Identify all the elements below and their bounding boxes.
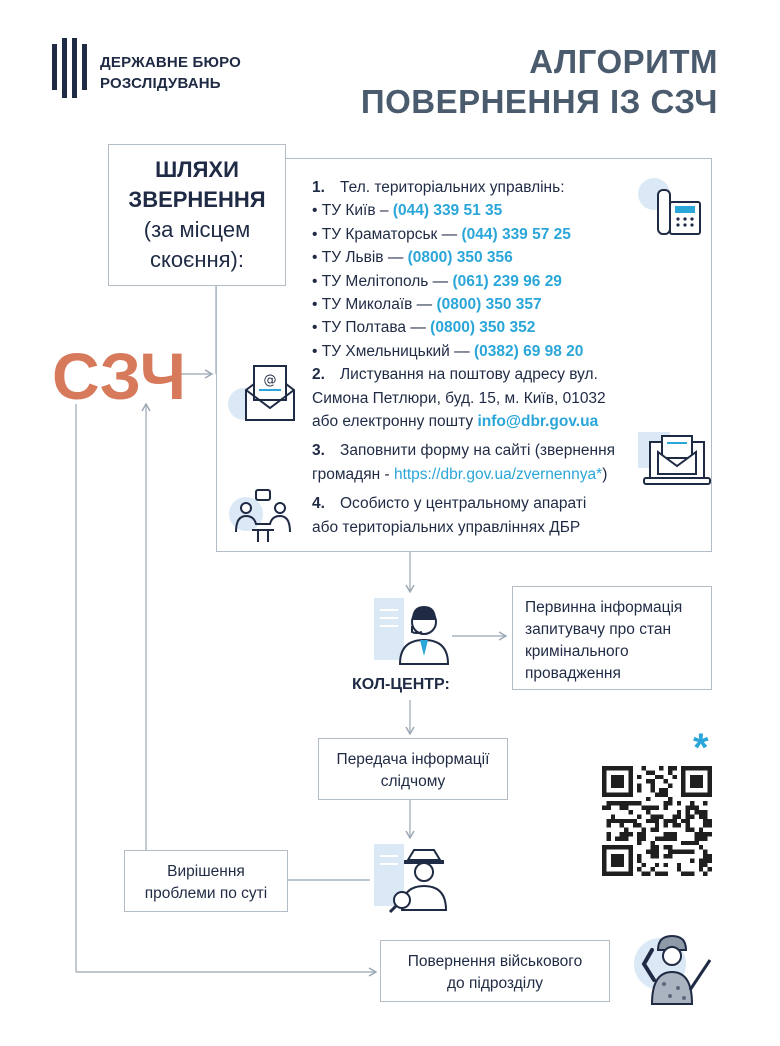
office-phone-icon [638,178,701,235]
primary-info-line4: провадження [525,665,621,682]
office-row: • ТУ Хмельницький — (0382) 69 98 20 [312,340,642,363]
office-row: • ТУ Полтава — (0800) 350 352 [312,316,642,339]
office-phone[interactable]: (0382) 69 98 20 [473,342,584,360]
office-name: • ТУ Львів — [312,249,408,267]
office-row: • ТУ Краматорськ — (044) 339 57 25 [312,223,642,246]
saluting-soldier-icon [634,934,712,1005]
office-row: • ТУ Львів — (0800) 350 356 [312,246,642,269]
primary-info-line3: кримінального [525,643,629,660]
primary-info-line1: Первинна інформація [525,599,683,616]
solve-problem-box: Вирішення проблеми по суті [124,850,288,912]
footnote-asterisk: * [693,726,709,770]
org-name: ДЕРЖАВНЕ БЮРО РОЗСЛІДУВАНЬ [100,52,300,94]
office-phone[interactable]: (044) 339 51 35 [392,202,503,220]
org-name-line2: РОЗСЛІДУВАНЬ [100,75,221,92]
office-name: • ТУ Миколаїв — [312,296,437,314]
office-phone[interactable]: (0800) 350 357 [436,296,542,314]
page-title-line2: ПОВЕРНЕННЯ ІЗ СЗЧ [360,83,718,120]
method-4-number: 4. [312,495,325,513]
method-2-email-prefix: або електронну пошту [312,413,478,431]
in-person-meeting-icon [229,489,291,542]
website-link[interactable]: https://dbr.gov.ua/zvernennya* [393,465,603,483]
email-link[interactable]: info@dbr.gov.ua [477,413,599,431]
transfer-line1: Передача інформації [336,751,490,768]
office-name: • ТУ Хмельницький — [312,342,474,360]
qr-code[interactable] [602,766,712,876]
return-line2: до підрозділу [447,975,543,992]
page-title: АЛГОРИТМ ПОВЕРНЕННЯ ІЗ СЗЧ [361,42,718,122]
method-1-heading: 1. Тел. територіальних управлінь: [312,176,642,199]
szch-label: СЗЧ [52,339,187,413]
method-4-line2: або територіальних управліннях ДБР [312,518,581,536]
primary-info-line2: запитувачу про стан [525,621,672,638]
ways-sub-line2: скоєння): [150,247,244,272]
method-2-line3: або електронну пошту info@dbr.gov.ua [312,410,642,433]
method-3-number: 3. [312,442,325,460]
office-phone[interactable]: (0800) 350 352 [430,319,536,337]
return-line1: Повернення військового [407,953,583,970]
office-row: • ТУ Миколаїв — (0800) 350 357 [312,293,642,316]
solve-line1: Вирішення [167,863,245,880]
method-2-line2: Симона Петлюри, буд. 15, м. Київ, 01032 [312,389,606,407]
office-phone[interactable]: (061) 239 96 29 [452,272,562,290]
method-3-line1: 3. Заповнити форму на сайті (звернення [312,439,642,462]
ways-title-line1: ШЛЯХИ [155,157,239,182]
return-to-unit-box: Повернення військового до підрозділу [380,940,610,1002]
method-3-suffix: ) [602,465,608,483]
methods-panel [216,158,712,552]
primary-info-box: Первинна інформація запитувачу про стан … [512,586,712,690]
method-4-line1: 4. Особисто у центральному апараті [312,492,642,515]
method-3-text: Заповнити форму на сайті (звернення [340,442,616,460]
dbr-logo-icon [52,38,87,98]
ways-sub-line1: (за місцем [143,217,251,242]
method-4-text: Особисто у центральному апараті [340,495,587,513]
office-phone[interactable]: (0800) 350 356 [407,249,513,267]
method-2-text: Листування на поштову адресу вул. [340,366,598,384]
page-title-line1: АЛГОРИТМ [529,43,718,80]
method-1-number: 1. [312,179,325,196]
solve-line2: проблеми по суті [144,885,268,902]
office-name: • ТУ Київ – [312,202,393,220]
office-phone[interactable]: (044) 339 57 25 [461,225,571,243]
transfer-to-investigator-box: Передача інформації слідчому [318,738,508,800]
org-name-line1: ДЕРЖАВНЕ БЮРО [100,54,242,71]
method-3-line2: громадян - https://dbr.gov.ua/zvernennya… [312,463,642,486]
online-form-icon [638,432,711,485]
ways-title-line2: ЗВЕРНЕННЯ [128,187,266,212]
method-2-number: 2. [312,366,325,384]
office-name: • ТУ Краматорськ — [312,225,462,243]
method-1-title: Тел. територіальних управлінь: [340,179,565,196]
mail-icon: @ [228,365,295,421]
office-row: • ТУ Київ – (044) 339 51 35 [312,199,642,222]
call-center-operator-icon [374,598,450,665]
methods-list: 1. Тел. територіальних управлінь: • ТУ Ки… [312,176,642,539]
investigator-icon [374,844,448,914]
svg-text:@: @ [264,373,277,388]
office-row: • ТУ Мелітополь — (061) 239 96 29 [312,270,642,293]
method-3-prefix: громадян - [312,465,394,483]
office-name: • ТУ Мелітополь — [312,272,453,290]
office-name: • ТУ Полтава — [312,319,431,337]
ways-box: ШЛЯХИ ЗВЕРНЕННЯ (за місцем скоєння): [108,144,286,286]
transfer-line2: слідчому [380,773,446,790]
call-center-label: КОЛ-ЦЕНТР: [352,676,450,693]
method-2-line1: 2. Листування на поштову адресу вул. [312,363,642,386]
